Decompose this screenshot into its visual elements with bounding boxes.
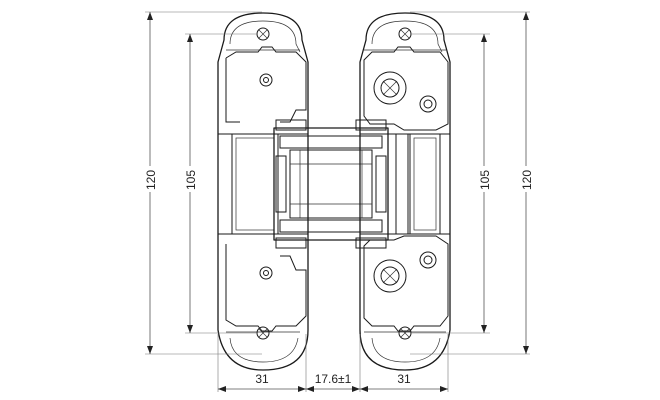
right-hinge-leaf	[359, 12, 451, 371]
dimension-overall-height-right: 120	[517, 12, 535, 354]
dimension-label-105-right: 105	[478, 170, 492, 190]
dimension-overall-height-left: 120	[141, 12, 159, 354]
extension-lines	[145, 11, 530, 392]
dimension-widths-bottom: 31 17.6±1 31	[218, 372, 448, 392]
hinge-knuckle-mechanism	[273, 119, 389, 249]
left-hinge-leaf	[217, 12, 309, 371]
dimension-label-120-right: 120	[520, 170, 534, 190]
dimension-label-right-width: 31	[397, 372, 411, 386]
dimension-label-105-left: 105	[184, 170, 198, 190]
dimension-label-left-width: 31	[255, 372, 269, 386]
dimension-inner-height-right: 105	[475, 34, 493, 333]
dimension-label-120-left: 120	[144, 170, 158, 190]
dimension-inner-height-left: 105	[181, 34, 199, 333]
dimension-label-gap: 17.6±1	[315, 372, 352, 386]
